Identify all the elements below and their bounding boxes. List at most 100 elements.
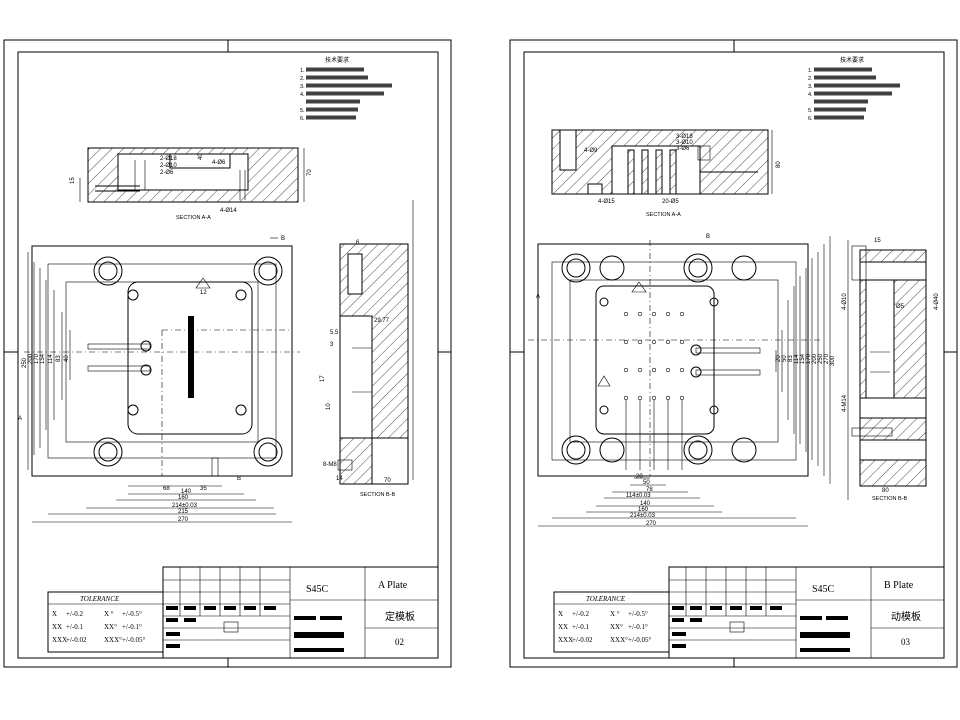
ejector-hole (651, 395, 657, 401)
guide-pin-holes (93, 256, 283, 467)
title-block: S45C B Plate 动模板 03 (668, 566, 945, 659)
part-number: 02 (395, 637, 404, 647)
note-number: 4. (808, 92, 813, 98)
svg-text:4-Ø9: 4-Ø9 (584, 148, 598, 154)
tolerance-cell: XX (52, 623, 62, 631)
svg-text:80: 80 (882, 488, 889, 494)
svg-text:4-Ø15: 4-Ø15 (598, 199, 615, 205)
technical-notes: 技术要求 1.2.3.4.5.6. (300, 56, 392, 122)
svg-text:50: 50 (643, 480, 650, 486)
ejector-hole (637, 395, 643, 401)
svg-text:12: 12 (200, 290, 207, 296)
svg-text:10: 10 (326, 403, 332, 410)
svg-text:250: 250 (22, 357, 28, 368)
svg-text:160: 160 (178, 495, 189, 501)
section-a-a-view: 2-Ø18 2-Ø10 2-Ø6 4-Ø6 4-Ø14 15 40 70 SEC… (70, 147, 313, 221)
svg-text:20-Ø5: 20-Ø5 (662, 199, 679, 205)
plan-view: B A 20 50 78 114±0.03 140 160 214±0.03 2… (528, 234, 836, 527)
note-text (814, 83, 900, 88)
tolerance-cell: +/-0.1 (572, 623, 589, 631)
ejector-hole (651, 339, 657, 345)
material: S45C (812, 584, 835, 595)
svg-text:17: 17 (320, 375, 326, 382)
svg-text:270: 270 (646, 521, 657, 527)
ejector-hole (665, 395, 671, 401)
note-text (814, 67, 872, 72)
part-name-en: B Plate (884, 580, 914, 591)
note-text (814, 91, 892, 96)
note-number: 2. (300, 76, 305, 82)
svg-text:4-Ø40: 4-Ø40 (934, 293, 940, 310)
svg-text:214±0.03: 214±0.03 (630, 513, 656, 519)
svg-text:270: 270 (824, 353, 830, 364)
note-text (306, 91, 384, 96)
part-name-en: A Plate (378, 580, 408, 591)
svg-text:270: 270 (178, 517, 189, 523)
ejector-hole (651, 311, 657, 317)
tolerance-cell: +/-0.02 (66, 636, 87, 644)
note-number: 2. (808, 76, 813, 82)
ejector-hole (679, 367, 685, 373)
tolerance-cell: XX° (610, 623, 623, 631)
svg-text:B: B (281, 236, 285, 242)
svg-text:15: 15 (70, 177, 76, 184)
note-number: 6. (300, 116, 305, 122)
svg-text:170: 170 (806, 353, 812, 364)
note-number: 3. (300, 84, 305, 90)
svg-text:154: 154 (800, 353, 806, 364)
part-number: 03 (901, 637, 911, 647)
svg-text:20: 20 (776, 355, 782, 362)
note-number: 5. (300, 108, 305, 114)
notes-title: 技术要求 (325, 56, 349, 64)
tolerance-cell: X (52, 610, 57, 618)
tolerance-cell: +/-0.1° (628, 623, 648, 631)
part-name-cn: 动模板 (891, 610, 921, 623)
svg-text:83: 83 (788, 355, 794, 362)
section-b-b-view: 6 5.5 3 17 10 29.77 8-M8 14 70 SECTION B… (320, 200, 414, 498)
svg-text:70: 70 (307, 169, 313, 176)
tolerance-cell: +/-0.5° (122, 610, 142, 618)
plate-outline (537, 243, 809, 477)
svg-text:140: 140 (640, 501, 651, 507)
note-text (814, 75, 876, 80)
svg-text:40: 40 (64, 355, 70, 362)
note-number: 3. (808, 84, 813, 90)
note-text (814, 107, 866, 112)
svg-text:80: 80 (776, 161, 782, 168)
note-number: 1. (300, 68, 305, 74)
svg-text:114: 114 (794, 354, 800, 364)
ejector-hole (665, 311, 671, 317)
tolerance-cell: XX (558, 623, 568, 631)
svg-text:B: B (237, 476, 241, 482)
ejector-hole (665, 339, 671, 345)
ejector-hole (623, 367, 629, 373)
svg-text:114±0.03: 114±0.03 (626, 493, 651, 499)
svg-text:140: 140 (181, 489, 192, 495)
section-b-b-label: SECTION B-B (360, 492, 395, 498)
svg-text:3-Ø10: 3-Ø10 (676, 140, 693, 146)
note-text (814, 99, 868, 104)
tolerance-cell: X ° (104, 610, 114, 618)
svg-text:TOLERANCE: TOLERANCE (586, 595, 626, 603)
svg-text:14: 14 (336, 476, 343, 482)
tolerance-cell: X (558, 610, 563, 618)
tolerance-cell: +/-0.2 (66, 610, 83, 618)
svg-text:70: 70 (384, 478, 391, 484)
tolerance-cell: X ° (610, 610, 620, 618)
svg-text:160: 160 (638, 507, 649, 513)
tolerance-cell: XXX (52, 636, 67, 644)
sheet-a: 技术要求 1.2.3.4.5.6. 2-Ø18 2-Ø10 2-Ø6 4-Ø6 … (3, 39, 452, 668)
svg-text:2-Ø6: 2-Ø6 (160, 170, 174, 176)
svg-text:6: 6 (356, 240, 360, 246)
svg-text:5.5: 5.5 (330, 330, 339, 336)
svg-text:300: 300 (830, 355, 836, 366)
guide-pin-holes (561, 253, 757, 465)
svg-text:3-Ø6: 3-Ø6 (676, 146, 690, 152)
svg-text:29.77: 29.77 (374, 318, 390, 324)
svg-text:35: 35 (200, 486, 207, 492)
svg-text:250: 250 (818, 353, 824, 364)
note-text (814, 115, 864, 120)
